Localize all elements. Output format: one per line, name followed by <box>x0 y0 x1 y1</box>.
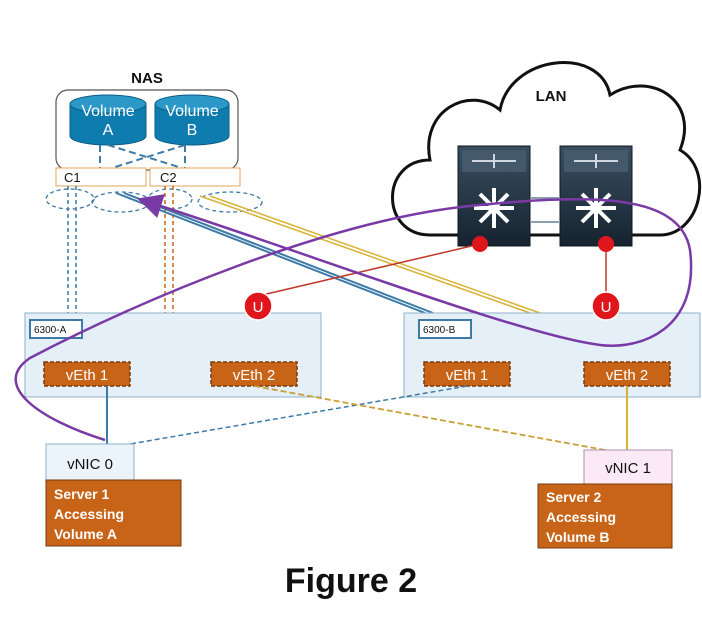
fabric-a-veth2: vEth 2 <box>210 361 298 387</box>
uplink-b-icon <box>591 291 621 321</box>
vnic-0 <box>45 443 135 481</box>
fabric-b-veth2: vEth 2 <box>583 361 671 387</box>
svg-text:vEth 2: vEth 2 <box>233 367 276 384</box>
controller-c1 <box>55 167 147 187</box>
lan-switch-right-icon <box>559 145 633 247</box>
server-2-line1: Server 2 <box>546 489 601 505</box>
fabric-a-veth1: vEth 1 <box>43 361 131 387</box>
figure-caption: Figure 2 <box>284 562 418 600</box>
vnic-1-label: vNIC 1 <box>605 460 651 477</box>
fabric-a-label-box <box>29 319 83 339</box>
lan-switch-left-icon <box>457 145 531 247</box>
volume-b-icon <box>154 94 230 146</box>
vnic-0-label: vNIC 0 <box>67 456 113 473</box>
volume-a-icon <box>69 94 147 146</box>
server-1-line3: Volume A <box>54 526 117 542</box>
nas-title: NAS <box>131 70 163 87</box>
uplink-b-label: U <box>601 299 612 316</box>
volume-a-letter: A <box>103 122 114 139</box>
vnic-1 <box>583 449 673 485</box>
fabric-b-label: 6300-B <box>423 325 456 336</box>
server-1-line1: Server 1 <box>54 486 109 502</box>
uplink-a-label: U <box>253 299 264 316</box>
lan-title: LAN <box>536 88 567 105</box>
server-2 <box>537 483 673 549</box>
controller-c2 <box>149 167 241 187</box>
switch-right-port-icon <box>598 236 614 252</box>
svg-text:vEth 2: vEth 2 <box>606 367 649 384</box>
controller-c1-label: C1 <box>64 170 81 185</box>
uplink-a-icon <box>243 291 273 321</box>
svg-text:vEth 1: vEth 1 <box>66 367 109 384</box>
controller-c2-label: C2 <box>160 170 177 185</box>
volume-b-letter: B <box>187 122 198 139</box>
fabric-b-label-box <box>418 319 472 339</box>
server-1 <box>45 479 182 547</box>
switch-left-port-icon <box>472 236 488 252</box>
traffic-path <box>14 194 693 442</box>
fabric-a-label: 6300-A <box>34 325 67 336</box>
volume-a-word: Volume <box>81 103 134 120</box>
server-1-line2: Accessing <box>54 506 124 522</box>
svg-text:vEth 1: vEth 1 <box>446 367 489 384</box>
volume-b-word: Volume <box>165 103 218 120</box>
fabric-b-veth1: vEth 1 <box>423 361 511 387</box>
server-2-line2: Accessing <box>546 509 616 525</box>
server-2-line3: Volume B <box>546 529 610 545</box>
